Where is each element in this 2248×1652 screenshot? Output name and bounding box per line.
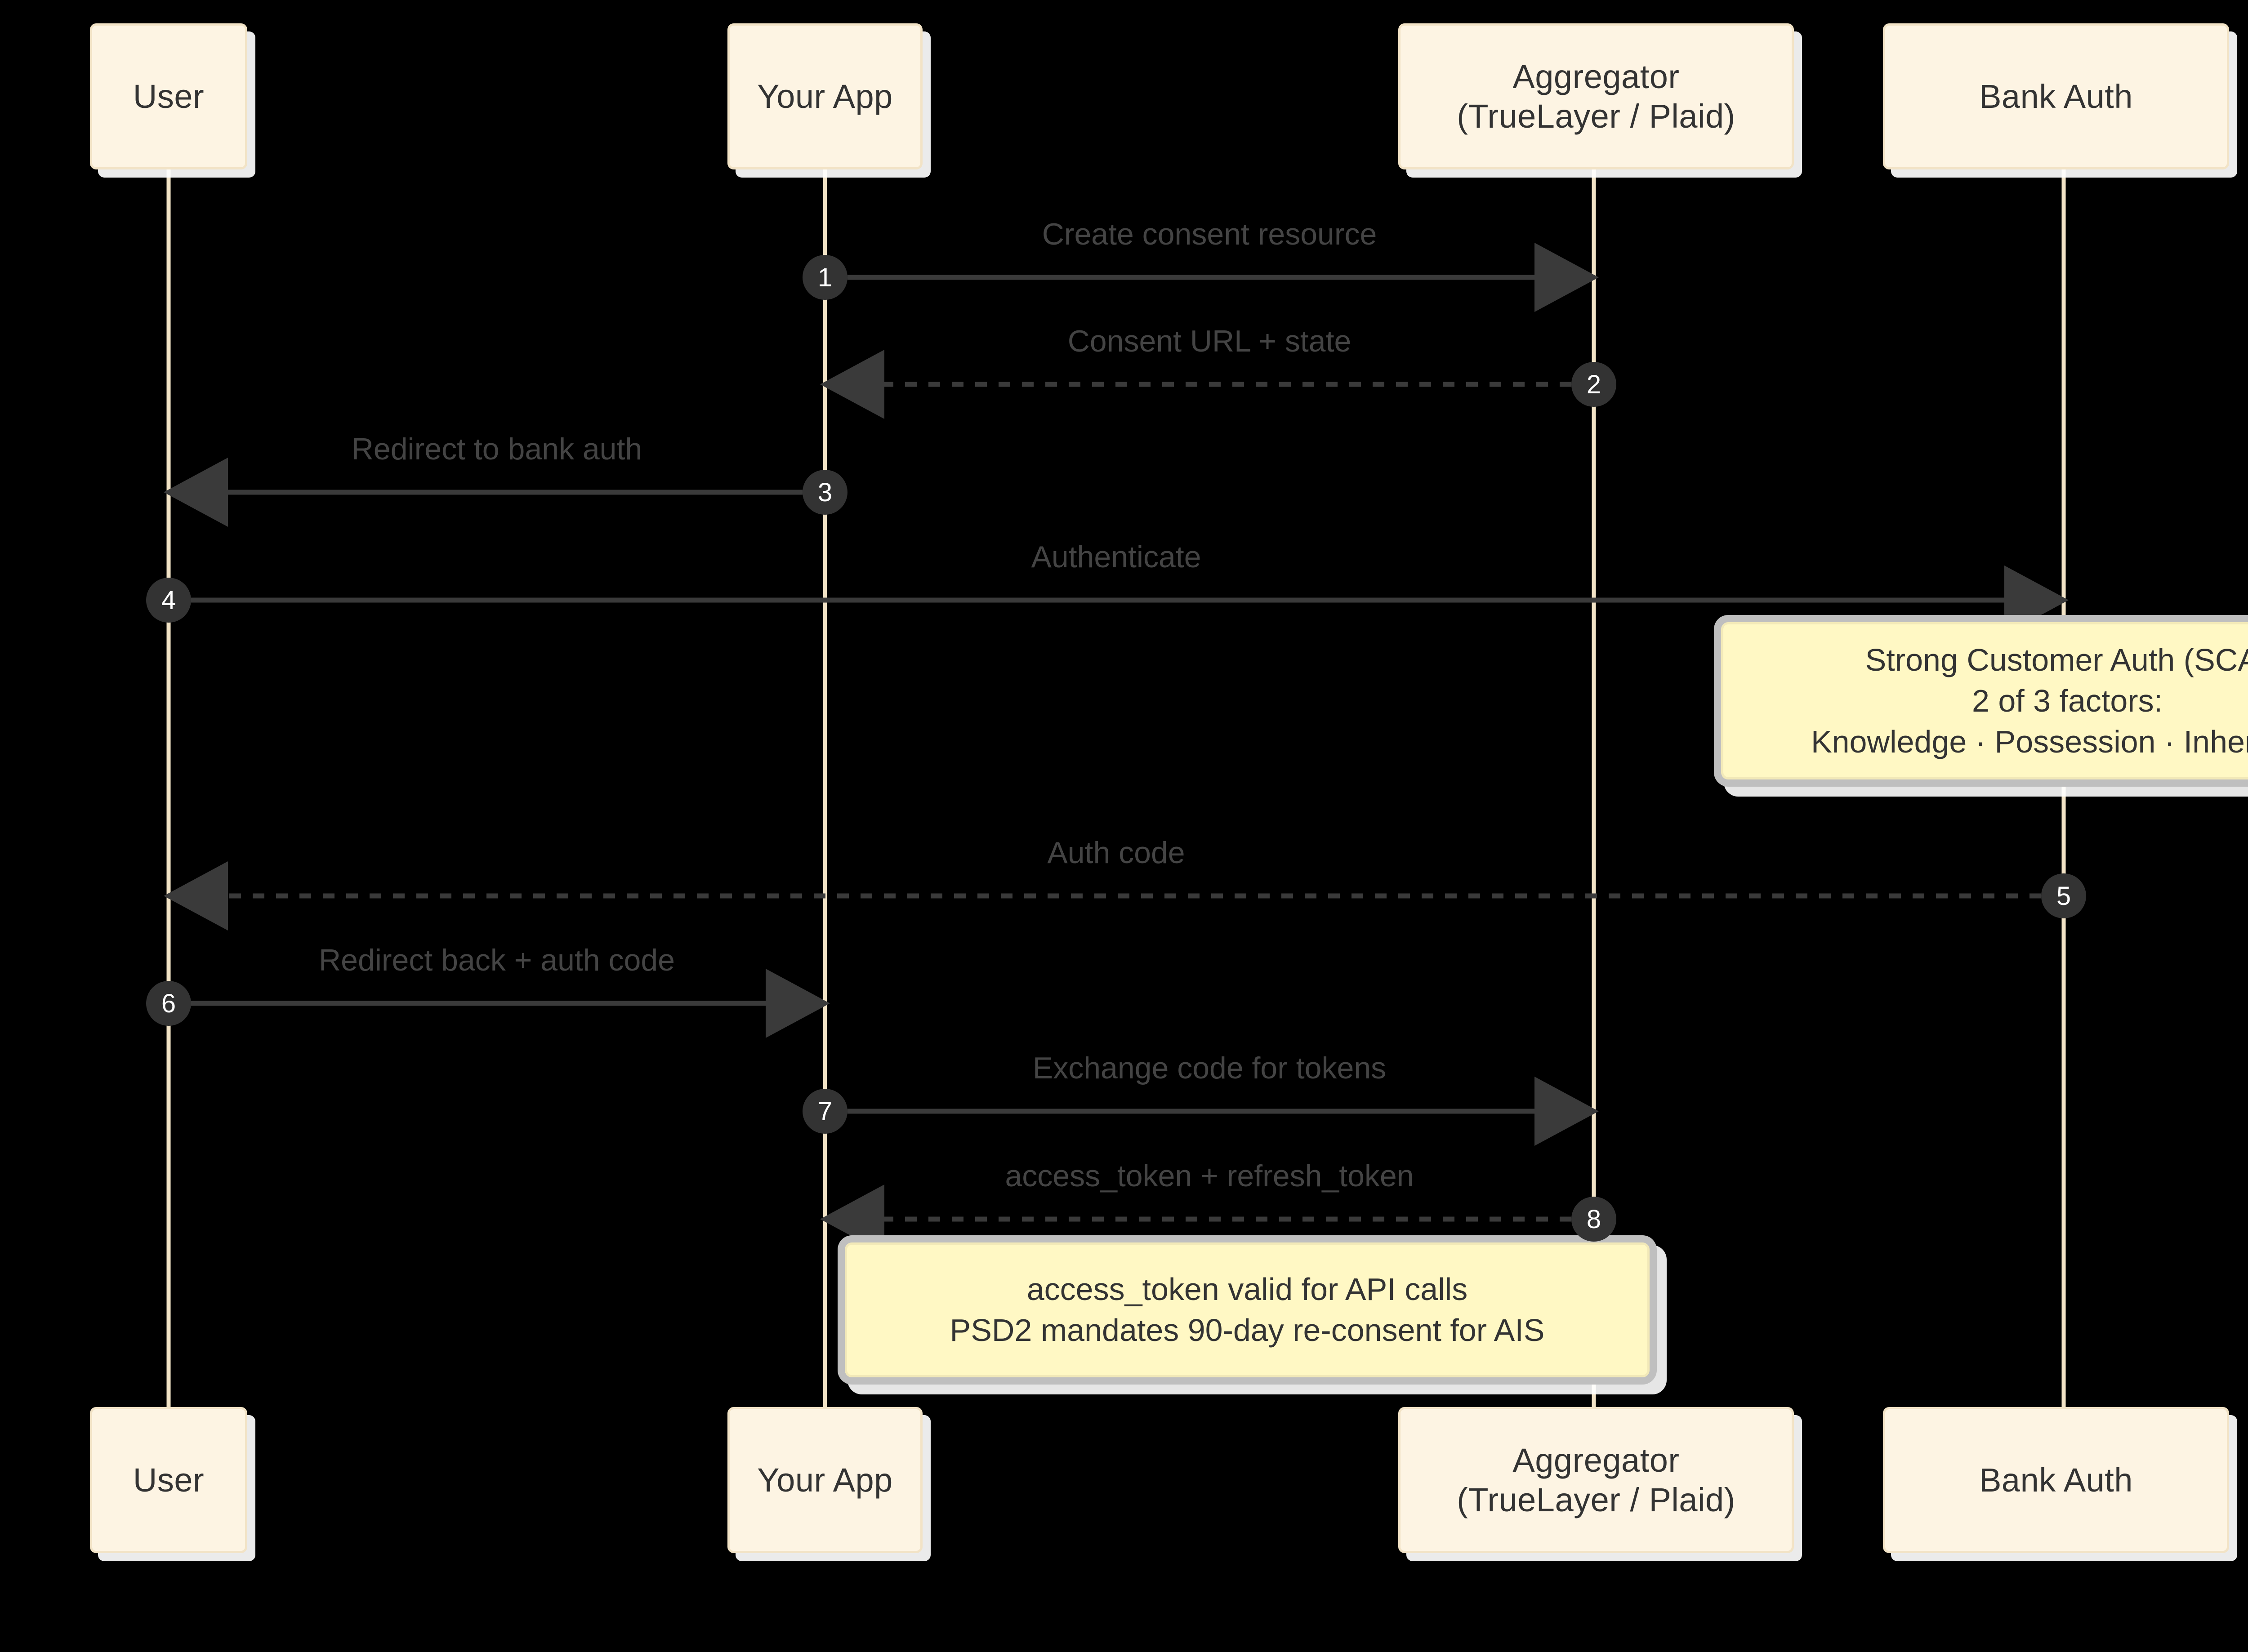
sequence-badge-4: 4: [146, 578, 191, 623]
message-label-4: Authenticate: [1031, 540, 1201, 574]
note-token-note: access_token valid for API calls PSD2 ma…: [845, 1242, 1650, 1377]
participant-label-bankauth: Bank Auth: [1979, 77, 2133, 115]
message-label-5: Auth code: [1047, 836, 1185, 870]
participant-label-app: Your App: [757, 1461, 893, 1499]
message-label-3: Redirect to bank auth: [351, 432, 642, 466]
participant-label-aggregator: Aggregator (TrueLayer / Plaid): [1457, 58, 1735, 135]
message-label-2: Consent URL + state: [1067, 324, 1351, 358]
message-label-1: Create consent resource: [1042, 217, 1377, 251]
participant-box-bankauth-bottom[interactable]: Bank Auth: [1883, 1407, 2229, 1553]
participant-box-aggregator-bottom[interactable]: Aggregator (TrueLayer / Plaid): [1398, 1407, 1794, 1553]
note-text-token-note: access_token valid for API calls PSD2 ma…: [950, 1272, 1545, 1348]
sequence-badge-2: 2: [1571, 362, 1616, 407]
participant-label-user: User: [133, 1461, 205, 1499]
sequence-badge-8: 8: [1571, 1197, 1616, 1242]
message-label-8: access_token + refresh_token: [1005, 1159, 1414, 1193]
participant-label-aggregator: Aggregator (TrueLayer / Plaid): [1457, 1442, 1735, 1518]
sequence-badge-7: 7: [803, 1089, 847, 1134]
participant-box-aggregator-top[interactable]: Aggregator (TrueLayer / Plaid): [1398, 23, 1794, 169]
message-label-6: Redirect back + auth code: [319, 943, 675, 977]
participant-box-bankauth-top[interactable]: Bank Auth: [1883, 23, 2229, 169]
participant-label-app: Your App: [757, 77, 893, 115]
note-sca-note: Strong Customer Auth (SCA) 2 of 3 factor…: [1721, 622, 2248, 779]
message-arrows-group: [164, 243, 2069, 1254]
note-text-sca-note: Strong Customer Auth (SCA) 2 of 3 factor…: [1811, 642, 2248, 759]
participant-box-user-top[interactable]: User: [90, 23, 247, 169]
message-label-7: Exchange code for tokens: [1032, 1051, 1387, 1085]
sequence-badge-1: 1: [803, 255, 847, 300]
sequence-badge-3: 3: [803, 470, 847, 515]
participant-label-user: User: [133, 77, 205, 115]
participant-box-app-top[interactable]: Your App: [727, 23, 923, 169]
participant-label-bankauth: Bank Auth: [1979, 1461, 2133, 1499]
participant-box-user-bottom[interactable]: User: [90, 1407, 247, 1553]
sequence-badge-5: 5: [2041, 873, 2086, 918]
sequence-badge-6: 6: [146, 981, 191, 1026]
participant-box-app-bottom[interactable]: Your App: [727, 1407, 923, 1553]
